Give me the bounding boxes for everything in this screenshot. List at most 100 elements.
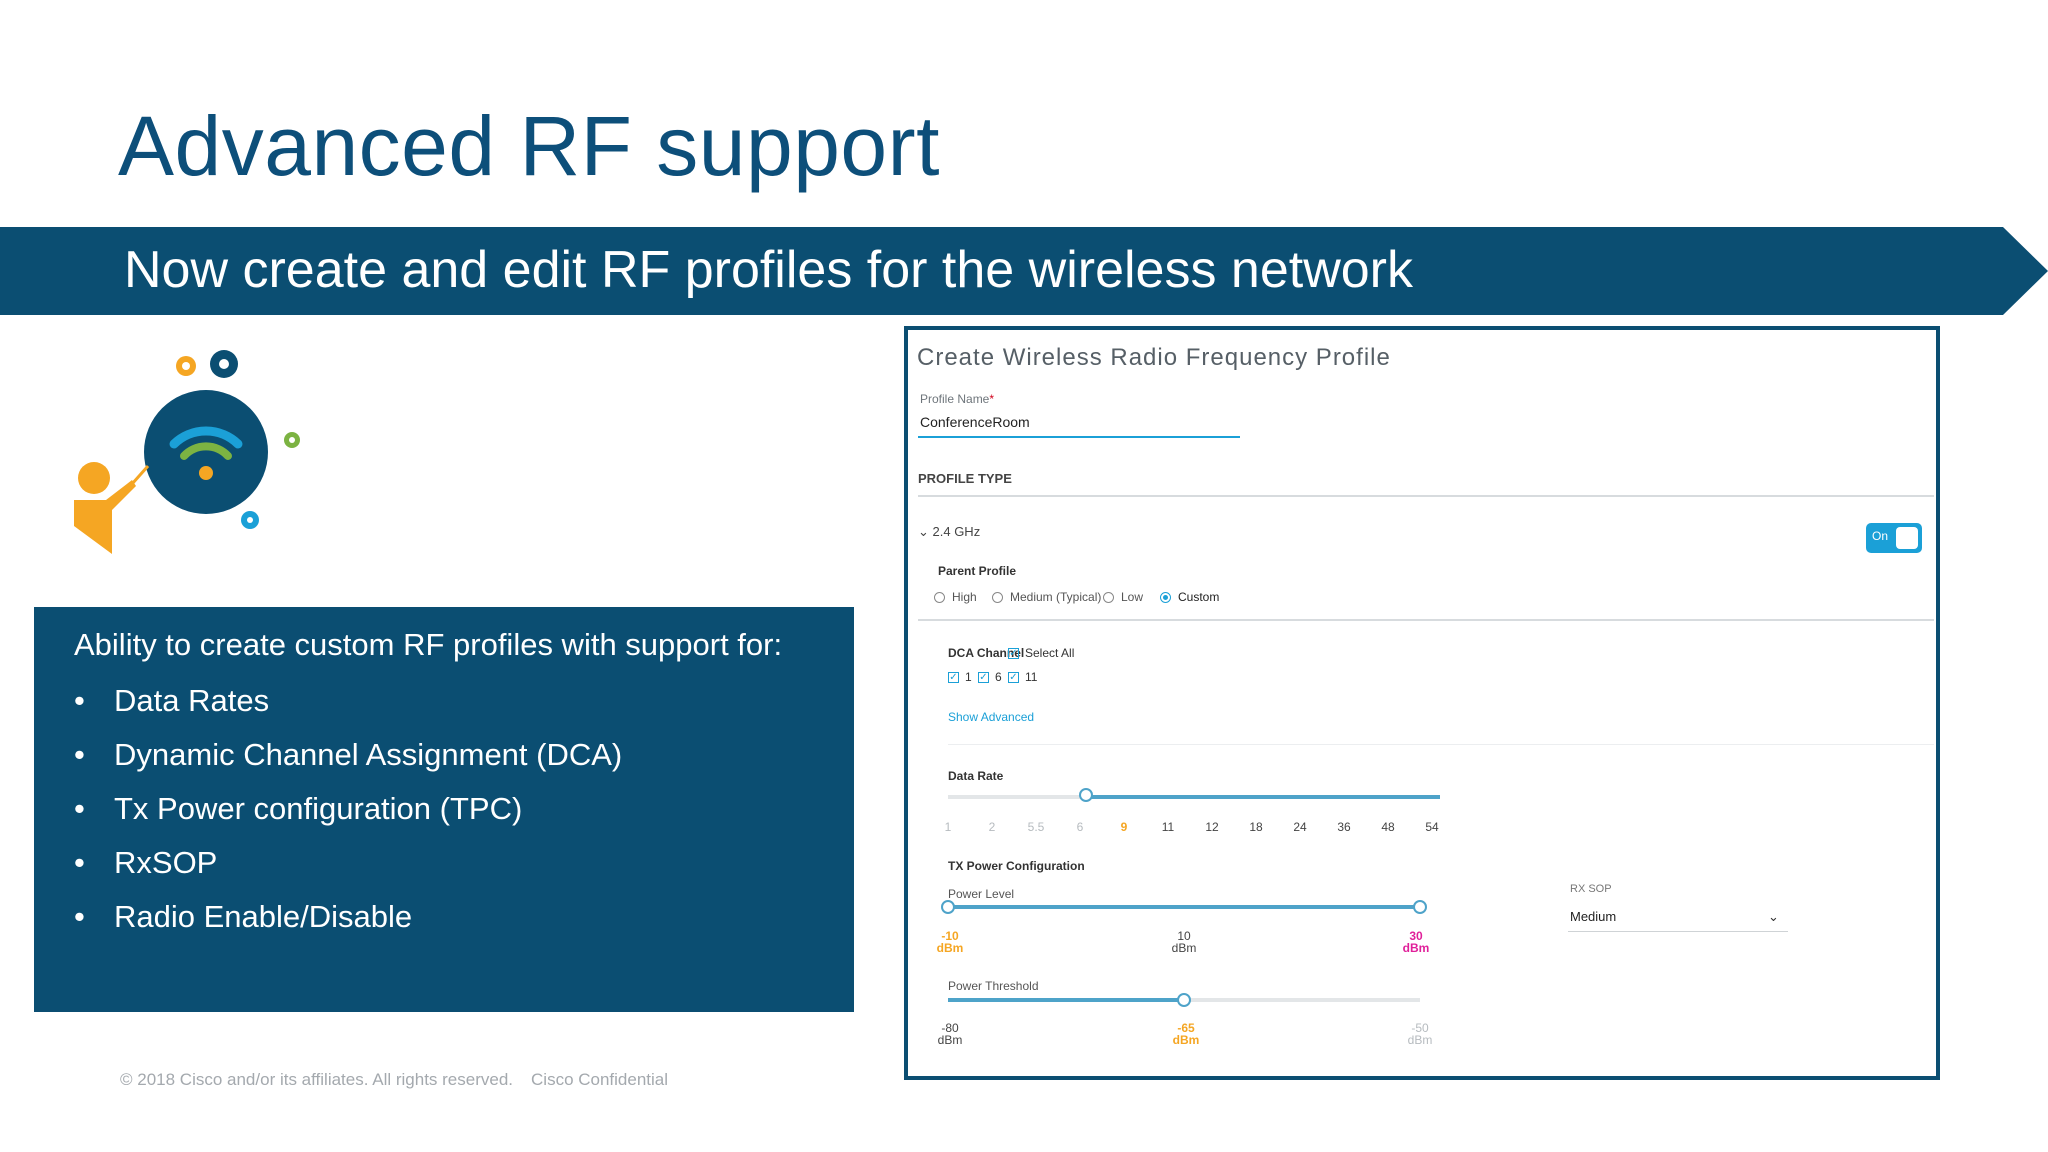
divider xyxy=(948,744,1934,745)
radio-label: Medium (Typical) xyxy=(1010,590,1102,604)
feature-item: •Tx Power configuration (TPC) xyxy=(74,791,522,827)
rxsop-label: RX SOP xyxy=(1570,883,1612,895)
feature-item-label: Tx Power configuration (TPC) xyxy=(114,791,523,826)
bullet-icon: • xyxy=(74,737,85,772)
data-rate-tick: 12 xyxy=(1205,820,1219,834)
bullet-icon: • xyxy=(74,683,85,718)
checkbox-label: Select All xyxy=(1025,646,1075,660)
feature-intro: Ability to create custom RF profiles wit… xyxy=(74,627,783,662)
rxsop-underline xyxy=(1568,931,1788,932)
divider xyxy=(918,619,1934,621)
data-rate-tick: 11 xyxy=(1161,820,1175,834)
band-label: 2.4 GHz xyxy=(932,524,981,539)
gear-icon xyxy=(176,350,300,529)
copyright: © 2018 Cisco and/or its affiliates. All … xyxy=(120,1070,514,1089)
form-title: Create Wireless Radio Frequency Profile xyxy=(917,344,1391,371)
power-level-max-handle[interactable] xyxy=(1413,900,1427,914)
radio-high[interactable]: High xyxy=(934,590,977,604)
checkbox-label: 1 xyxy=(965,670,972,684)
show-advanced-link[interactable]: Show Advanced xyxy=(948,710,1035,724)
profile-name-label-text: Profile Name xyxy=(920,392,990,406)
dca-channel-label: DCA Channel xyxy=(948,646,1025,660)
wifi-presenter-illustration xyxy=(74,350,300,554)
channel-checkbox-6[interactable]: ✓6 xyxy=(978,670,1002,684)
feature-item-label: Dynamic Channel Assignment (DCA) xyxy=(114,737,623,772)
checkbox-label: 11 xyxy=(1025,670,1038,684)
data-rate-slider-handle[interactable] xyxy=(1079,788,1093,802)
toggle-label: On xyxy=(1872,529,1889,543)
chevron-down-icon[interactable]: ⌄ xyxy=(918,524,933,539)
feature-item: • Data Rates xyxy=(74,683,269,719)
bullet-icon: • xyxy=(74,845,85,880)
data-rate-slider-fill xyxy=(1086,795,1440,799)
power-threshold-label: Power Threshold xyxy=(948,979,1039,993)
divider xyxy=(918,495,1934,497)
profile-type-heading: PROFILE TYPE xyxy=(918,471,1012,486)
slide-title: Advanced RF support xyxy=(118,99,940,193)
wifi-icon xyxy=(144,390,268,514)
power-threshold-slider-fill xyxy=(948,998,1184,1002)
data-rate-tick: 6 xyxy=(1076,820,1084,834)
data-rate-tick: 5.5 xyxy=(1027,820,1045,834)
radio-icon[interactable] xyxy=(1103,591,1114,603)
power-threshold-handle[interactable] xyxy=(1177,993,1191,1007)
data-rate-label: Data Rate xyxy=(948,769,1004,783)
feature-item: • Dynamic Channel Assignment (DCA) xyxy=(74,737,622,773)
radio-low[interactable]: Low xyxy=(1103,590,1143,604)
channel-checkbox-1[interactable]: ✓1 xyxy=(948,670,972,684)
feature-item-label: Data Rates xyxy=(114,683,270,718)
data-rate-tick: 2 xyxy=(988,820,996,834)
presenter-icon xyxy=(74,462,150,554)
data-rate-tick: 48 xyxy=(1381,820,1395,834)
profile-name-label: Profile Name* xyxy=(920,392,994,406)
checkbox-checked-icon[interactable]: ✓ xyxy=(948,671,959,683)
radio-label: Custom xyxy=(1178,590,1220,604)
footer: © 2018 Cisco and/or its affiliates. All … xyxy=(120,1070,668,1090)
profile-name-underline xyxy=(918,436,1240,438)
radio-selected-icon[interactable] xyxy=(1160,591,1171,603)
power-level-slider-track[interactable] xyxy=(948,905,1420,909)
checkbox-checked-icon[interactable]: ✓ xyxy=(978,671,989,683)
data-rate-tick: 18 xyxy=(1249,820,1263,834)
radio-custom[interactable]: Custom xyxy=(1160,590,1219,604)
tx-power-label: TX Power Configuration xyxy=(948,859,1085,873)
radio-label: Low xyxy=(1121,590,1144,604)
checkbox-checked-icon[interactable]: ✓ xyxy=(1008,647,1019,659)
data-rate-tick-selected: 9 xyxy=(1120,820,1128,834)
radio-label: High xyxy=(952,590,977,604)
channel-checkbox-11[interactable]: ✓ 11 xyxy=(1008,670,1037,684)
rxsop-select[interactable]: Medium xyxy=(1570,909,1617,924)
radio-icon[interactable] xyxy=(934,591,945,603)
banner-text: Now create and edit RF profiles for the … xyxy=(124,241,1413,299)
confidential-label: Cisco Confidential xyxy=(531,1070,669,1089)
feature-item-label: RxSOP xyxy=(114,845,218,880)
data-rate-tick: 1 xyxy=(944,820,952,834)
toggle-knob xyxy=(1896,527,1918,549)
checkbox-checked-icon[interactable]: ✓ xyxy=(1008,671,1019,683)
power-level-label: Power Level xyxy=(948,887,1015,901)
radio-icon[interactable] xyxy=(992,591,1003,603)
power-level-min-handle[interactable] xyxy=(941,900,955,914)
profile-name-input[interactable]: ConferenceRoom xyxy=(920,414,1030,430)
feature-list-box: Ability to create custom RF profiles wit… xyxy=(34,607,854,1012)
band-toggle-header[interactable]: ⌄ 2.4 GHz xyxy=(918,524,980,540)
feature-item: • RxSOP xyxy=(74,845,217,881)
data-rate-tick: 54 xyxy=(1425,820,1439,834)
bullet-icon: • xyxy=(74,899,85,934)
banner-arrow xyxy=(0,227,2048,315)
required-marker: * xyxy=(989,392,995,406)
data-rate-tick: 36 xyxy=(1337,820,1351,834)
rf-profile-form: Create Wireless Radio Frequency Profile … xyxy=(904,326,1940,1080)
feature-item-label: Radio Enable/Disable xyxy=(114,899,413,934)
chevron-down-icon[interactable]: ⌄ xyxy=(1768,909,1779,924)
parent-profile-label: Parent Profile xyxy=(938,564,1017,578)
radio-medium[interactable]: Medium (Typical) xyxy=(992,590,1101,604)
select-all-checkbox[interactable]: ✓ Select All xyxy=(1008,646,1074,660)
band-enable-toggle[interactable]: On xyxy=(1866,523,1922,553)
